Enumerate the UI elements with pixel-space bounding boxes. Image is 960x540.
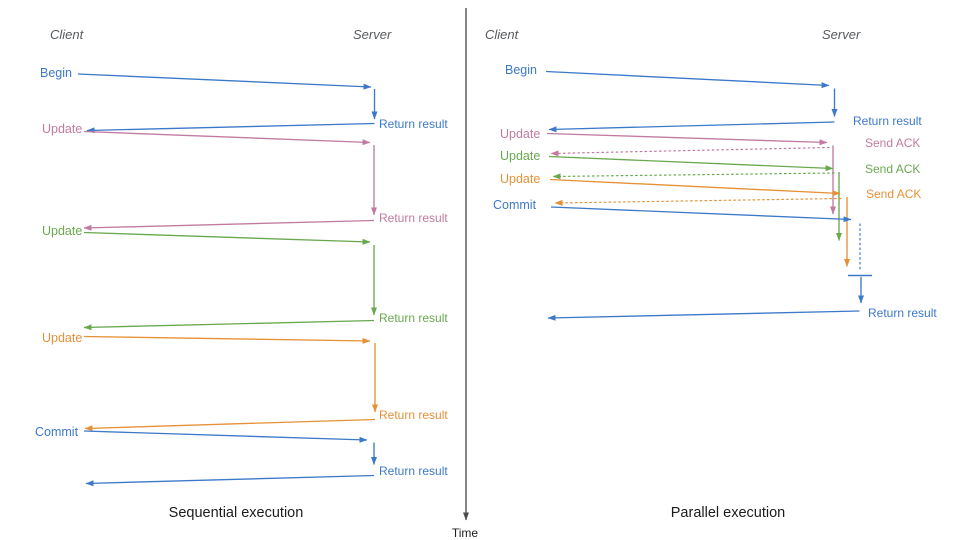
left-update2-return-line	[83, 319, 375, 331]
left-return-result-5-label: Return result	[379, 464, 448, 478]
right-caption: Parallel execution	[671, 505, 785, 521]
right-commit-label: Commit	[493, 198, 537, 212]
right-commit-return-line	[547, 310, 860, 321]
right-ack1-line	[550, 146, 830, 157]
right-send-ack-1-label: Send ACK	[865, 136, 920, 150]
right-begin-return-line	[548, 121, 835, 133]
right-update3-label: Update	[500, 172, 540, 186]
left-update1-return-line	[83, 219, 375, 231]
left-return-result-1-label: Return result	[379, 117, 448, 131]
left-server-header: Server	[353, 27, 392, 42]
left-begin-return-line	[86, 122, 375, 134]
right-update1-label: Update	[500, 127, 540, 141]
left-commit-return-line	[85, 474, 375, 487]
right-panel: Client Server Begin Return result Update…	[485, 27, 937, 521]
right-return-result-1-label: Return result	[853, 114, 922, 128]
left-panel: Client Server Begin Return result Update…	[35, 27, 448, 521]
right-begin-request-line	[545, 70, 830, 89]
left-update2-label: Update	[42, 224, 82, 238]
left-update1-request-line	[83, 130, 371, 146]
left-return-result-3-label: Return result	[379, 311, 448, 325]
right-begin-label: Begin	[505, 63, 537, 77]
left-update3-return-line	[84, 418, 376, 432]
right-send-ack-2-label: Send ACK	[865, 162, 920, 176]
left-update1-label: Update	[42, 122, 82, 136]
right-ack2-line	[552, 172, 835, 180]
left-commit-request-line	[83, 430, 368, 443]
left-commit-label: Commit	[35, 425, 79, 439]
left-caption: Sequential execution	[169, 505, 304, 521]
right-server-header: Server	[822, 27, 861, 42]
left-update2-request-line	[83, 231, 371, 245]
left-update3-request-line	[83, 335, 371, 344]
left-update3-label: Update	[42, 331, 82, 345]
right-return-result-2-label: Return result	[868, 306, 937, 320]
right-update2-request-line	[548, 155, 834, 172]
right-client-header: Client	[485, 27, 520, 42]
right-update1-request-line	[546, 132, 828, 146]
right-update3-request-line	[549, 178, 841, 197]
time-axis-label: Time	[452, 526, 479, 540]
left-return-result-4-label: Return result	[379, 408, 448, 422]
left-return-result-2-label: Return result	[379, 211, 448, 225]
right-ack3-line	[554, 197, 842, 206]
left-begin-request-line	[77, 73, 372, 90]
right-commit-request-line	[550, 206, 852, 223]
right-send-ack-3-label: Send ACK	[866, 187, 921, 201]
left-begin-label: Begin	[40, 66, 72, 80]
left-client-header: Client	[50, 27, 85, 42]
right-update2-label: Update	[500, 149, 540, 163]
